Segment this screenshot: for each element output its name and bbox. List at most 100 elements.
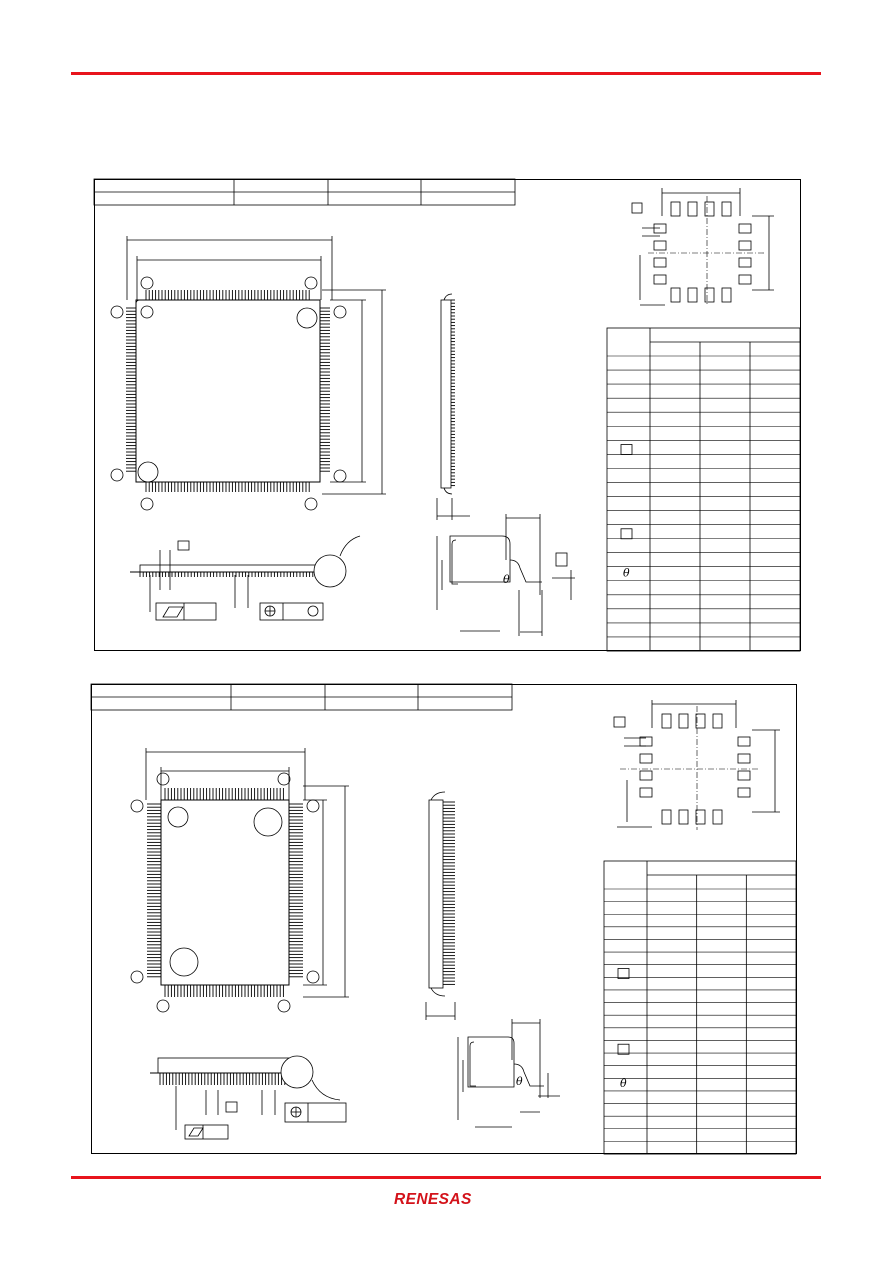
symbol-box bbox=[177, 540, 190, 551]
corner bbox=[135, 299, 141, 305]
footprint-pad bbox=[704, 201, 715, 217]
detail-shade bbox=[451, 539, 458, 585]
index-mark bbox=[169, 947, 199, 977]
footprint-pad bbox=[738, 223, 752, 234]
footprint-pad bbox=[661, 809, 672, 825]
index-mark bbox=[306, 799, 320, 813]
footprint-pad bbox=[639, 770, 653, 781]
footprint-pad bbox=[639, 753, 653, 764]
footprint-pad bbox=[704, 287, 715, 303]
index-mark bbox=[296, 307, 318, 329]
footprint-pad bbox=[678, 809, 689, 825]
package-drawing-2 bbox=[91, 684, 797, 1154]
footprint-pad bbox=[687, 201, 698, 217]
footprint-pad bbox=[661, 713, 672, 729]
profile-body bbox=[157, 1057, 291, 1074]
index-mark bbox=[277, 999, 291, 1013]
index-mark bbox=[156, 772, 170, 786]
theta-symbol: θ bbox=[623, 567, 630, 580]
footprint-pad bbox=[653, 223, 667, 234]
symbol-box bbox=[617, 1043, 630, 1055]
symbol-box bbox=[620, 444, 633, 455]
detail-circle bbox=[280, 1055, 314, 1089]
footprint-pad bbox=[721, 201, 732, 217]
detail-lead bbox=[509, 559, 542, 583]
footprint-pad bbox=[695, 809, 706, 825]
package-body bbox=[160, 799, 290, 986]
index-mark bbox=[277, 772, 291, 786]
flatness-symbol bbox=[162, 606, 184, 618]
footprint-pad bbox=[721, 287, 732, 303]
footprint-pad bbox=[639, 787, 653, 798]
detail-shade bbox=[469, 1041, 476, 1087]
footprint-pad bbox=[695, 713, 706, 729]
footprint-pad bbox=[687, 287, 698, 303]
theta-label: θ bbox=[503, 573, 510, 586]
profile-body bbox=[139, 564, 321, 573]
index-mark bbox=[110, 468, 124, 482]
lead-bend bbox=[430, 791, 446, 801]
header-rule bbox=[71, 72, 821, 75]
index-mark bbox=[167, 806, 189, 828]
index-mark bbox=[137, 461, 159, 483]
dimension-table bbox=[603, 860, 797, 1155]
renesas-logo-text: RENESAS bbox=[394, 1191, 472, 1208]
footprint-pad bbox=[738, 274, 752, 285]
side-body bbox=[440, 299, 452, 489]
symbol-box bbox=[620, 528, 633, 540]
footprint-pad bbox=[712, 713, 723, 729]
symbol-box bbox=[225, 1101, 238, 1113]
index-mark bbox=[130, 970, 144, 984]
index-mark bbox=[130, 799, 144, 813]
position-frame bbox=[284, 1102, 347, 1123]
lead-bend bbox=[430, 987, 446, 997]
footprint-pad bbox=[670, 201, 681, 217]
detail-circle bbox=[313, 554, 347, 588]
index-mark bbox=[110, 305, 124, 319]
detail-body bbox=[449, 535, 511, 583]
dimension-table bbox=[606, 327, 801, 652]
index-mark bbox=[304, 497, 318, 511]
footprint-pad bbox=[738, 240, 752, 251]
position-datum bbox=[307, 605, 319, 617]
detail-body bbox=[467, 1036, 515, 1088]
footprint-pad bbox=[678, 713, 689, 729]
flatness-frame bbox=[184, 1124, 229, 1140]
footprint-pad bbox=[712, 809, 723, 825]
index-mark bbox=[253, 807, 283, 837]
leader-line bbox=[339, 535, 361, 557]
symbol-box bbox=[555, 552, 568, 567]
footprint-pad bbox=[737, 753, 751, 764]
index-mark bbox=[333, 469, 347, 483]
index-mark bbox=[304, 276, 318, 290]
footprint-pad bbox=[653, 240, 667, 251]
index-mark bbox=[306, 970, 320, 984]
symbol-box bbox=[617, 968, 630, 979]
detail-lead bbox=[513, 1063, 544, 1087]
symbol-box bbox=[631, 202, 643, 214]
index-mark bbox=[333, 305, 347, 319]
index-mark bbox=[140, 497, 154, 511]
footprint-pad bbox=[738, 257, 752, 268]
lead-bend bbox=[443, 487, 453, 495]
index-mark bbox=[140, 276, 154, 290]
footprint-pad bbox=[737, 787, 751, 798]
side-body bbox=[428, 799, 444, 989]
lead-bend bbox=[443, 293, 453, 301]
footprint-pad bbox=[653, 257, 667, 268]
position-frame bbox=[259, 602, 324, 621]
index-mark bbox=[156, 999, 170, 1013]
theta-label: θ bbox=[516, 1075, 523, 1088]
renesas-logo: RENESAS bbox=[392, 1186, 500, 1210]
flatness-frame bbox=[155, 602, 217, 621]
leader-line bbox=[311, 1079, 341, 1101]
footprint-pad bbox=[737, 736, 751, 747]
package-body bbox=[135, 299, 321, 483]
footprint-pad bbox=[737, 770, 751, 781]
index-mark bbox=[140, 305, 154, 319]
footer-rule bbox=[71, 1176, 821, 1179]
symbol-box bbox=[613, 716, 626, 728]
footprint-pad bbox=[653, 274, 667, 285]
theta-symbol: θ bbox=[620, 1077, 627, 1090]
